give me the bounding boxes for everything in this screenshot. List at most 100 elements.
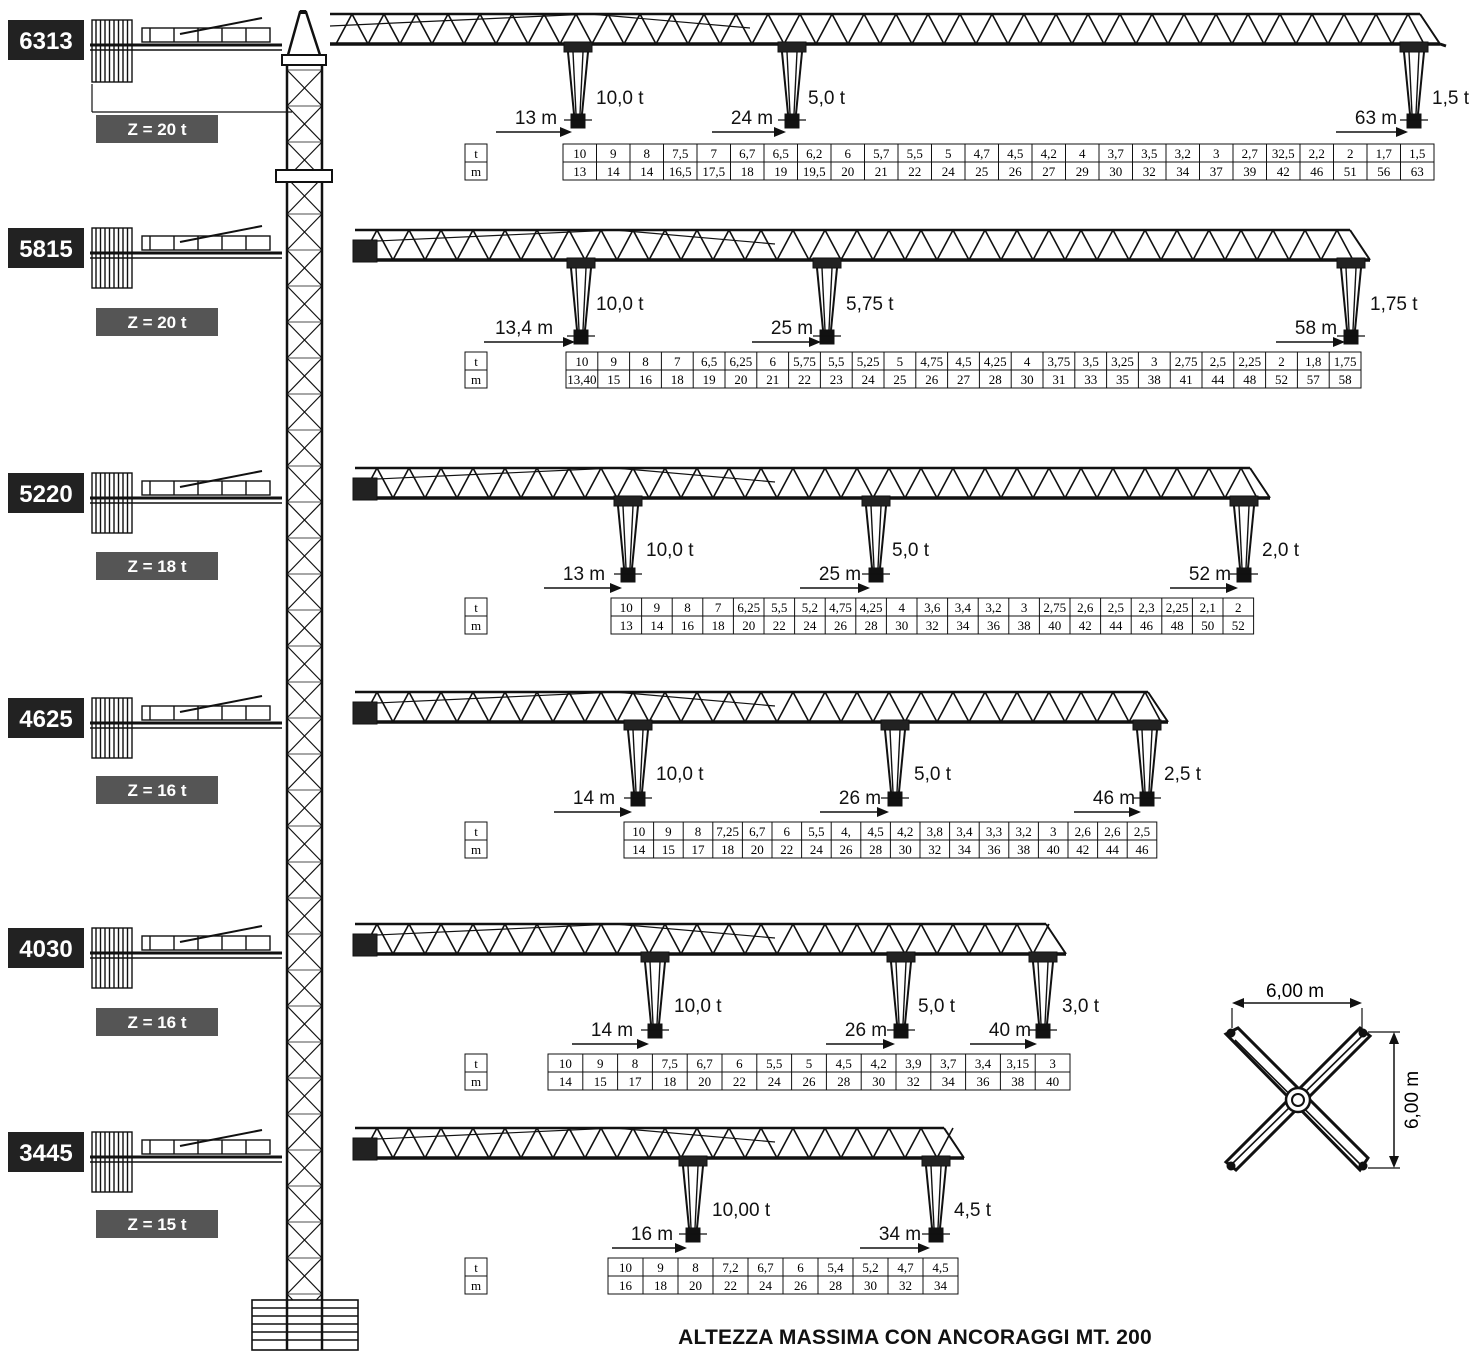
capacity-label: 10,0 t bbox=[674, 996, 722, 1017]
unit-radius-label: m bbox=[471, 1074, 481, 1089]
load-table-t-cell: 2,75 bbox=[1043, 600, 1066, 615]
jib-diagonal bbox=[568, 1127, 586, 1159]
jib-diagonal bbox=[1176, 229, 1194, 261]
hoist-rope bbox=[622, 505, 627, 569]
hook-block bbox=[573, 329, 589, 345]
load-table-m-cell: 37 bbox=[1210, 164, 1224, 179]
jib-diagonal bbox=[1144, 467, 1162, 499]
jib-diagonal bbox=[504, 229, 522, 261]
load-table-t-cell: 8 bbox=[632, 1056, 639, 1071]
hook-assembly bbox=[496, 41, 593, 137]
load-table-m-cell: 44 bbox=[1109, 618, 1123, 633]
hoist-rope bbox=[1141, 729, 1146, 793]
load-table-m-cell: 20 bbox=[689, 1278, 702, 1293]
load-table-t-cell: 7,5 bbox=[662, 1056, 678, 1071]
jib-diagonal bbox=[648, 229, 666, 261]
jib-diagonal bbox=[616, 923, 634, 955]
jib-diagonal bbox=[1055, 13, 1073, 45]
load-table-t-cell: 10 bbox=[632, 824, 645, 839]
load-table-t-cell: 3 bbox=[1050, 824, 1057, 839]
jib-diagonal bbox=[1272, 229, 1290, 261]
trolley bbox=[566, 257, 596, 269]
radius-label: 13 m bbox=[515, 108, 557, 129]
load-table-m-cell: 13 bbox=[620, 618, 633, 633]
jib-diagonal bbox=[351, 13, 369, 45]
jib-diagonal bbox=[495, 13, 513, 45]
jib-diagonal bbox=[696, 923, 714, 955]
jib-diagonal bbox=[536, 1127, 554, 1159]
load-table-t-cell: 9 bbox=[657, 1260, 664, 1275]
mast-brace bbox=[286, 501, 323, 539]
hoist-rope bbox=[795, 51, 803, 115]
counter-jib bbox=[90, 17, 282, 83]
jib-diagonal bbox=[600, 1127, 618, 1159]
jib-diagonal bbox=[655, 13, 673, 45]
load-table-t-cell: 9 bbox=[597, 1056, 604, 1071]
counter-jib bbox=[90, 695, 282, 759]
jib-diagonal bbox=[728, 923, 746, 955]
arrow-head bbox=[918, 1243, 930, 1253]
jib-diagonal bbox=[456, 1127, 474, 1159]
arrow-head bbox=[1129, 807, 1141, 817]
jib-diagonal bbox=[696, 229, 714, 261]
arrow-head bbox=[1025, 1039, 1037, 1049]
load-table-t-cell: 5,7 bbox=[873, 146, 890, 161]
jib-diagonal bbox=[1080, 691, 1098, 723]
load-table-t-cell: 3,9 bbox=[905, 1056, 921, 1071]
load-table-t-cell: 10 bbox=[559, 1056, 572, 1071]
jib-diagonal bbox=[591, 13, 609, 45]
jib-diagonal bbox=[984, 467, 1002, 499]
load-table-t-cell: 5,75 bbox=[793, 354, 816, 369]
capacity-label: 5,0 t bbox=[808, 88, 846, 109]
unit-radius-label: m bbox=[471, 164, 481, 179]
load-table-m-cell: 58 bbox=[1339, 372, 1352, 387]
jib-diagonal bbox=[984, 923, 1002, 955]
hoist-rope bbox=[617, 505, 625, 569]
load-table-t-cell: 3,6 bbox=[924, 600, 941, 615]
jib-diagonal bbox=[424, 229, 442, 261]
jib-diagonal bbox=[536, 691, 554, 723]
load-table-t-cell: 7,2 bbox=[722, 1260, 738, 1275]
load-table-m-cell: 28 bbox=[865, 618, 878, 633]
jib-diagonal bbox=[1128, 691, 1146, 723]
arrow-head bbox=[1333, 337, 1345, 347]
radius-label: 13,4 m bbox=[495, 318, 553, 339]
jib-diagonal bbox=[520, 923, 538, 955]
jib-diagonal bbox=[408, 691, 426, 723]
hook-assembly bbox=[970, 951, 1058, 1049]
load-table-m-cell: 17 bbox=[629, 1074, 643, 1089]
load-table-m-cell: 30 bbox=[864, 1278, 877, 1293]
jib-diagonal bbox=[392, 229, 410, 261]
load-table-m-cell: 24 bbox=[759, 1278, 773, 1293]
load-table-t-cell: 1,5 bbox=[1409, 146, 1425, 161]
mast-brace bbox=[286, 573, 323, 611]
jib-diagonal bbox=[1119, 13, 1137, 45]
jib-diagonal bbox=[472, 691, 490, 723]
jib-diagonal bbox=[856, 923, 874, 955]
load-table-t-cell: 5,5 bbox=[907, 146, 923, 161]
jib-diagonal bbox=[888, 1127, 906, 1159]
jib-diagonal bbox=[632, 229, 650, 261]
arrow-head bbox=[1226, 583, 1238, 593]
jib-tie bbox=[354, 1127, 776, 1143]
jib-diagonal bbox=[648, 691, 666, 723]
jib-diagonal bbox=[623, 13, 641, 45]
load-table-t-cell: 6,2 bbox=[806, 146, 822, 161]
jib-diagonal bbox=[1016, 467, 1034, 499]
jib-diagonal bbox=[600, 229, 618, 261]
jib-diagonal bbox=[447, 13, 465, 45]
jib-diagonal bbox=[1087, 13, 1105, 45]
mast-brace bbox=[286, 1185, 323, 1223]
hoist-rope bbox=[884, 729, 892, 793]
load-table-t-cell: 3,7 bbox=[940, 1056, 957, 1071]
jib-diagonal bbox=[456, 923, 474, 955]
unit-box: tm bbox=[464, 1257, 488, 1295]
hoist-rope bbox=[781, 51, 789, 115]
base-width-label: 6,00 m bbox=[1266, 981, 1324, 1002]
hook-assembly bbox=[484, 257, 596, 347]
jib-diagonal bbox=[824, 691, 842, 723]
jib-diagonal bbox=[1128, 229, 1146, 261]
load-table-m-cell: 32 bbox=[928, 842, 941, 857]
load-table-t-cell: 4,7 bbox=[974, 146, 991, 161]
